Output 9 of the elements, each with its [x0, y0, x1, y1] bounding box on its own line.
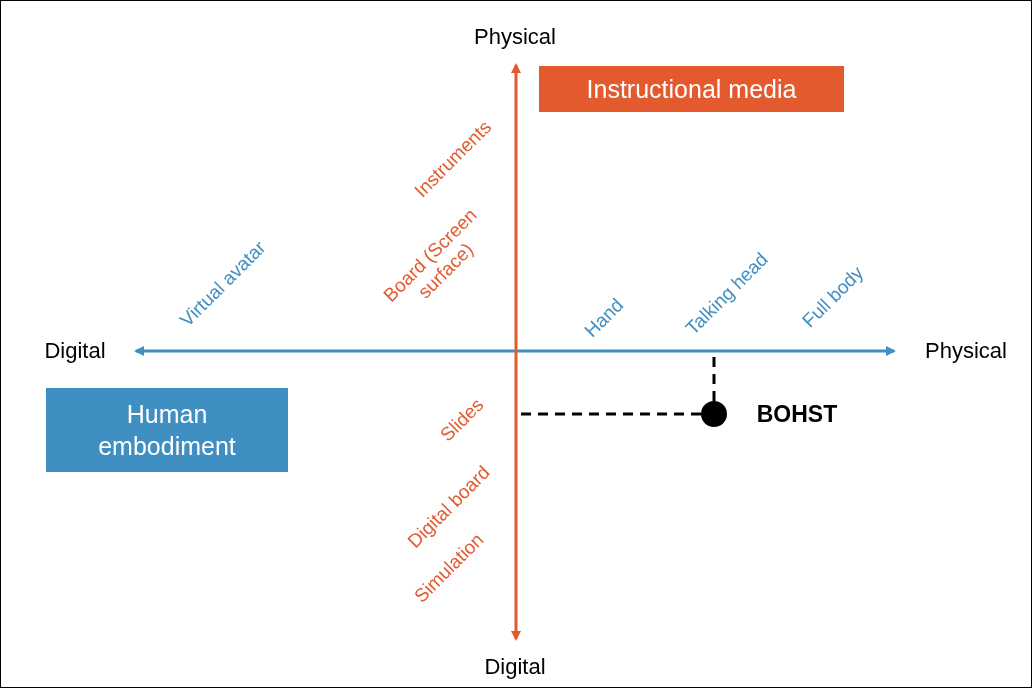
projection-line: [518, 412, 701, 416]
point-label: BOHST: [756, 400, 838, 428]
category-box: Instructional media: [539, 66, 844, 112]
axis-end-label: Digital: [484, 654, 546, 680]
data-point: [701, 401, 727, 427]
axis-end-label: Physical: [925, 338, 1007, 364]
axis-end-label: Digital: [44, 338, 106, 364]
axis-end-label: Physical: [474, 24, 556, 50]
category-box: Human embodiment: [46, 388, 288, 472]
